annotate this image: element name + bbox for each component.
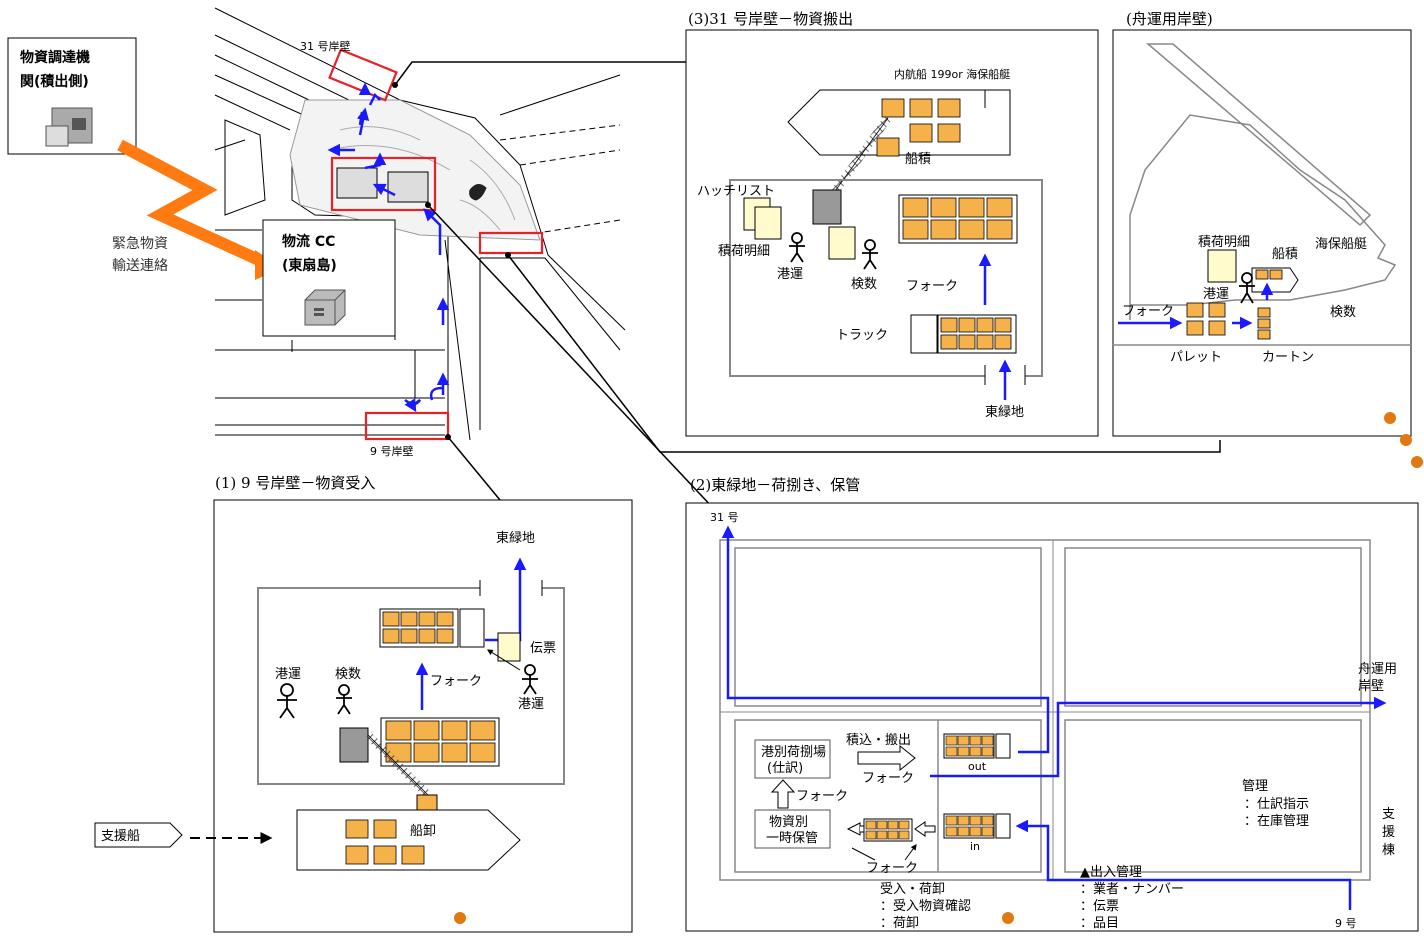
panel4-forklift: フォーク xyxy=(1122,304,1174,319)
panel2-top-left: 31 号 xyxy=(710,511,739,524)
panel2-entry-3: ：伝票 xyxy=(1080,899,1119,914)
panel1-support-ship: 支援船 xyxy=(101,829,140,844)
panel3-hatch-list: ハッチリスト xyxy=(697,184,775,199)
berth31-highlight xyxy=(328,48,398,102)
panel2-receive-3: ：荷卸 xyxy=(880,915,919,931)
emergency-link-label-1: 緊急物資 xyxy=(112,236,168,252)
panel2-receive-2: ：受入物資確認 xyxy=(880,898,971,914)
panel2-temp-storage-1: 物資別 xyxy=(769,815,808,830)
berth9-label: 9 号岸壁 xyxy=(370,444,414,458)
panel2-management-3: ：在庫管理 xyxy=(1244,814,1309,829)
panel2-temp-storage-2: 一時保管 xyxy=(766,831,818,846)
panel3-stick-figures xyxy=(789,232,878,270)
panel3-title: (3)31 号岸壁－物資搬出 xyxy=(688,10,853,28)
panel4-carton: カートン xyxy=(1262,350,1314,365)
computer-icon xyxy=(45,107,93,147)
procurement-org-label: 物資調達機 関(積出側) xyxy=(20,49,95,90)
panel2-bottom-right: 9 号 xyxy=(1335,917,1357,930)
panel4-coast-guard: 海保船艇 xyxy=(1315,237,1367,252)
panel2-forklift-bottom: フォーク xyxy=(866,861,918,876)
panel2-entry-4: ：品目 xyxy=(1080,916,1119,931)
panel2-right-dest-2: 岸壁 xyxy=(1358,679,1384,694)
panel1-unloading: 船卸 xyxy=(410,823,436,839)
berth9-highlight xyxy=(364,411,450,441)
panel3-source: 東緑地 xyxy=(985,404,1024,420)
panel4-pallet: パレット xyxy=(1170,350,1222,365)
panel2-routes xyxy=(721,525,1387,910)
panel1-tally: 検数 xyxy=(335,667,361,682)
panel4: 積荷明細 船積 海保船艇 港運 フォーク 検数 パレット カートン xyxy=(1112,29,1412,437)
panel4-stick-figure xyxy=(1239,272,1255,304)
panel2-receive-1: 受入・荷卸 xyxy=(880,881,945,897)
panel1-forklift: フォーク xyxy=(430,674,482,689)
logistics-cc-box: 物流 CC (東扇島) xyxy=(262,219,396,337)
panel1-cargo-top xyxy=(382,611,454,644)
berth31-label: 31 号岸壁 xyxy=(300,39,351,53)
panel1-stevedore-right: 港運 xyxy=(518,697,544,712)
panel2-out-label: out xyxy=(968,760,987,773)
panel2-support-building-1: 支 xyxy=(1382,807,1395,822)
panel1-destination: 東緑地 xyxy=(496,530,535,546)
connector-lines xyxy=(394,61,1221,511)
map-facilities xyxy=(336,167,429,203)
panel3-manifest: 積荷明細 xyxy=(718,244,770,259)
panel2: 31 号 舟運用 岸壁 港別荷捌場 (仕訳) 積込・搬出 フォーク out フォ… xyxy=(685,502,1419,932)
panel2-in-label: in xyxy=(970,840,980,853)
panel2-management-1: 管理 xyxy=(1242,779,1268,794)
panel1: 東緑地 伝票 港運 検数 港運 フォーク 船卸 支援船 xyxy=(94,499,633,933)
logistics-cc-location: (東扇島) xyxy=(282,257,337,274)
panel4-stevedore: 港運 xyxy=(1203,287,1229,302)
panel2-right-dest-1: 舟運用 xyxy=(1358,662,1397,677)
panel3: 内航船 199or 海保船艇 船積 ハッチリスト 積荷明細 港運 検数 フォーク… xyxy=(685,29,1099,437)
panel3-forklift: フォーク xyxy=(906,279,958,294)
panel2-loading: 積込・搬出 xyxy=(846,733,911,748)
panel3-tally: 検数 xyxy=(851,277,877,292)
panel4-manifest: 積荷明細 xyxy=(1198,235,1250,250)
panel1-slip: 伝票 xyxy=(530,641,556,656)
emergency-link-arrow xyxy=(117,139,273,271)
panel1-title: (1) 9 号岸壁－物資受入 xyxy=(215,474,375,492)
map-routes xyxy=(327,82,450,413)
panel2-title: (2)東緑地－荷捌き、保管 xyxy=(690,476,860,494)
panel3-stevedore: 港運 xyxy=(777,267,803,282)
panel4-loading: 船積 xyxy=(1272,247,1298,262)
panel3-vessel: 内航船 199or 海保船艇 xyxy=(894,67,1010,81)
panel2-entry-2: ：業者・ナンバー xyxy=(1080,881,1184,897)
barge-berth-highlight xyxy=(478,231,544,255)
panel3-truck: トラック xyxy=(836,328,888,343)
panel2-sorting-area-1: 港別荷捌場 xyxy=(761,744,826,760)
panel2-support-building-3: 棟 xyxy=(1382,843,1395,858)
panel2-management-2: ：仕訳指示 xyxy=(1244,797,1309,812)
panel4-tally: 検数 xyxy=(1330,305,1356,320)
panel3-loading: 船積 xyxy=(905,152,931,167)
overview-map xyxy=(214,7,626,441)
emergency-link-label-2: 輸送連絡 xyxy=(112,258,168,274)
panel1-stick-figures xyxy=(277,664,538,719)
panel4-title: (舟運用岸壁) xyxy=(1126,10,1213,28)
panel2-support-building-2: 援 xyxy=(1382,825,1395,840)
panel2-forklift-mid: フォーク xyxy=(796,789,848,804)
logistics-cc-name: 物流 CC xyxy=(282,233,335,250)
panel1-stevedore-left: 港運 xyxy=(275,667,301,682)
panel2-sorting-area-2: (仕訳) xyxy=(767,761,803,776)
panel2-forklift-top: フォーク xyxy=(862,771,914,786)
panel2-entry-1: ▲出入管理 xyxy=(1080,865,1142,880)
